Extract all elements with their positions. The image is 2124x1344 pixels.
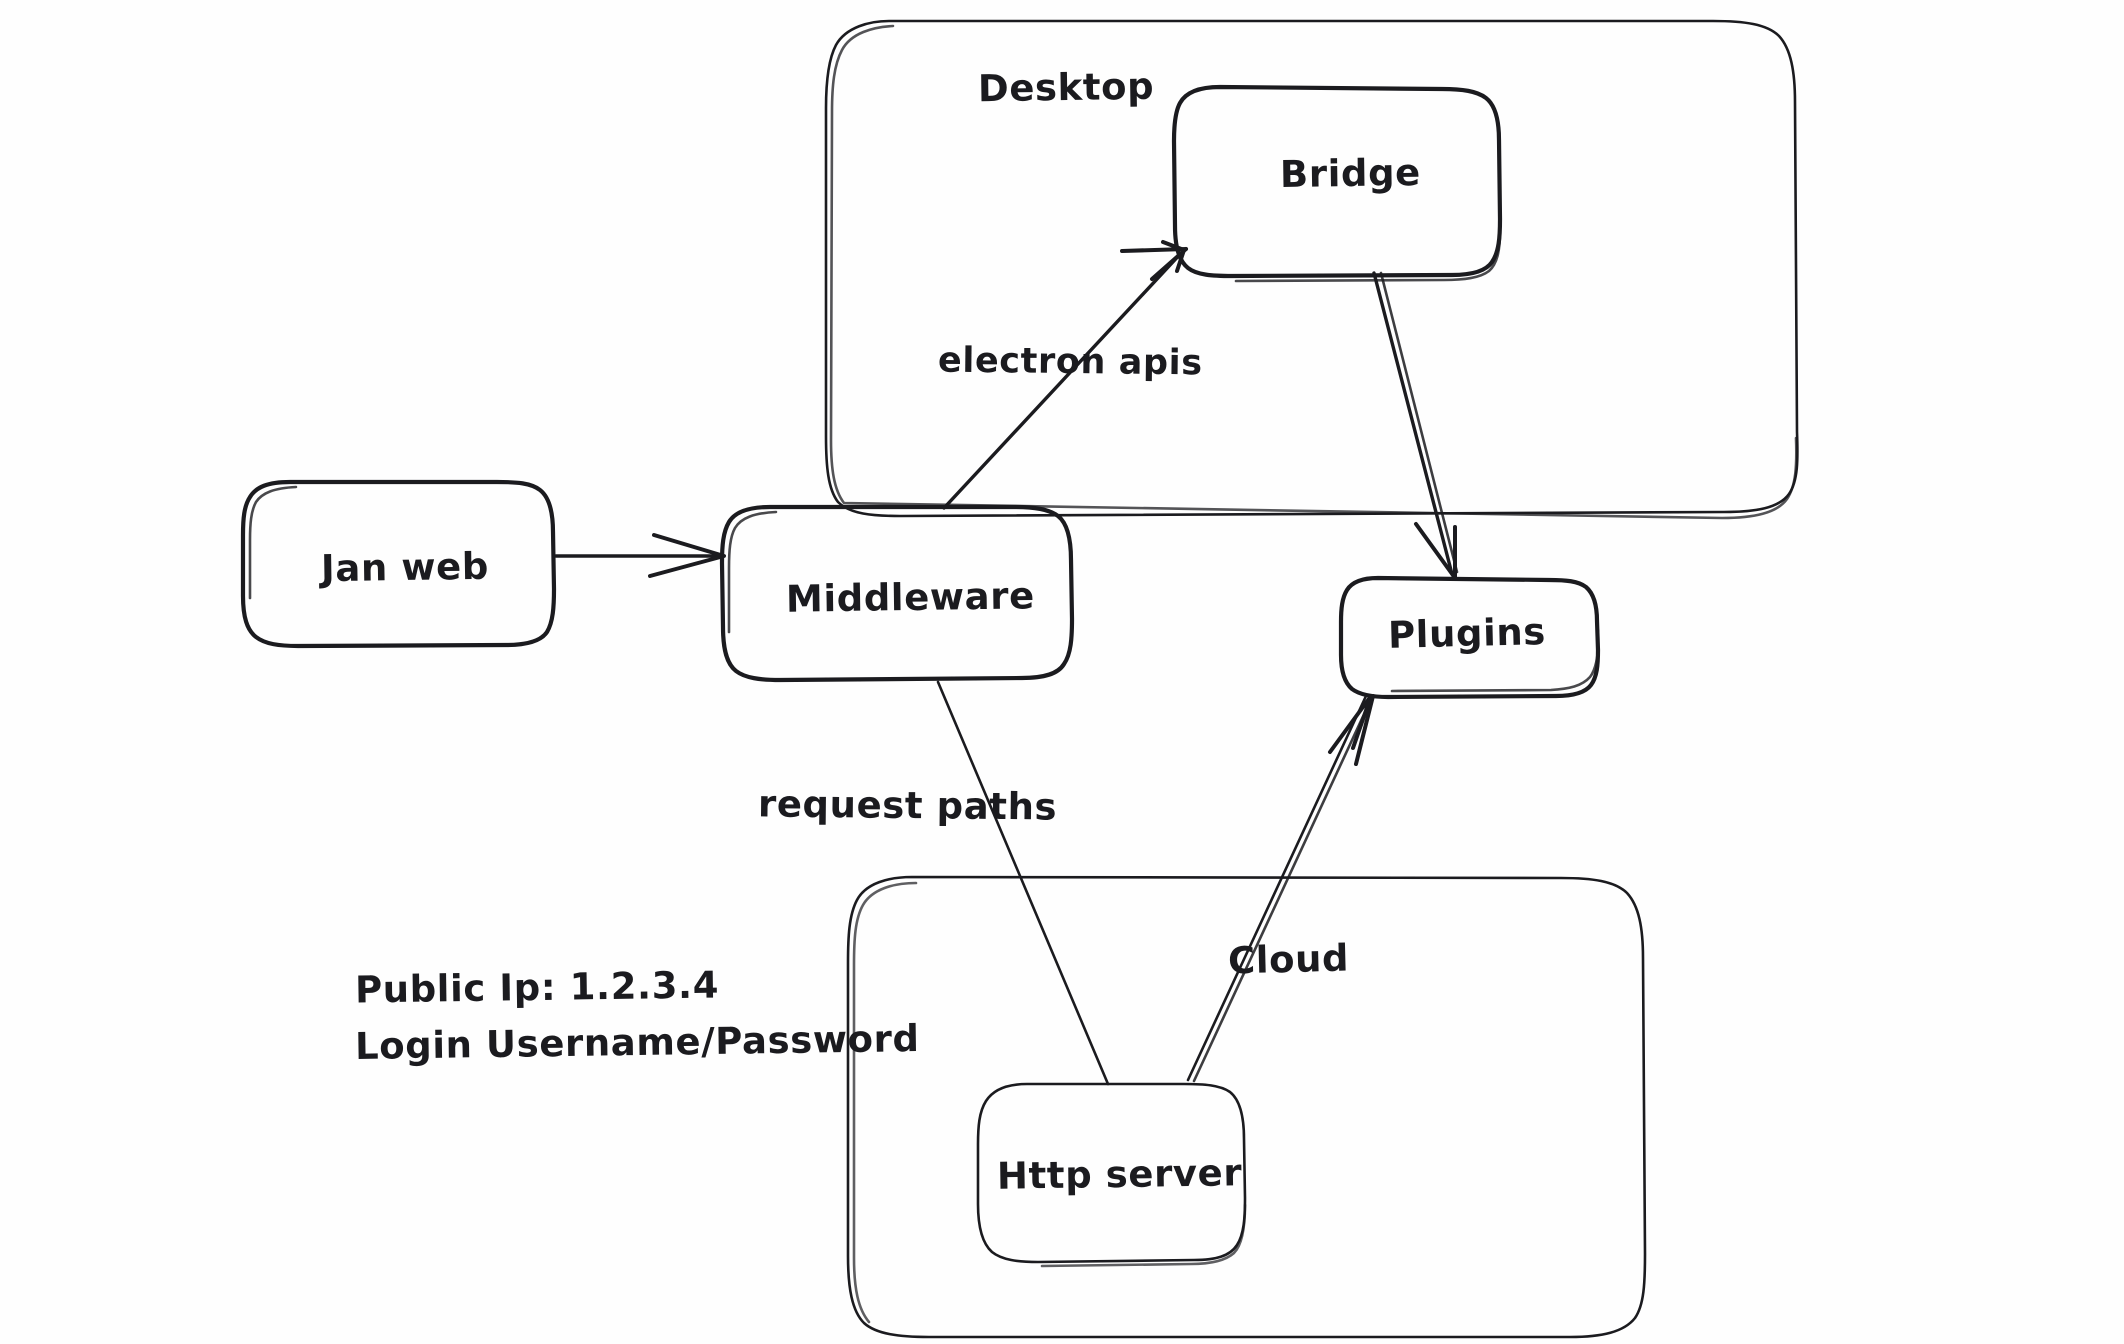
edge-middleware-to-bridge[interactable]: electron apis [938,240,1203,510]
node-label-bridge: Bridge [1280,151,1421,196]
edge-line-bridge-plugins [1372,271,1454,576]
http-server-box-overstroke [1040,1203,1247,1268]
edge-line-cloud-2 [1192,695,1374,1083]
edge-line-bridge-plugins-2 [1379,271,1459,574]
middleware-box-overstroke [727,510,778,634]
edge-middleware-to-httpserver[interactable]: request paths [758,680,1110,1086]
arrowhead-plugins-top [1414,522,1457,580]
group-label-cloud: Cloud [1227,937,1349,983]
plugins-box [1338,575,1601,700]
jan-web-box [240,479,557,649]
group-cloud[interactable]: Cloud [846,875,1647,1339]
node-bridge[interactable]: Bridge [1171,84,1503,283]
node-jan-web[interactable]: Jan web [240,479,557,649]
middleware-box [719,504,1075,683]
group-desktop[interactable]: Desktop [824,19,1799,520]
edge-bridge-to-plugins[interactable] [1372,271,1459,580]
edge-janweb-to-middleware[interactable] [554,533,726,578]
node-http-server[interactable]: Http server [976,1082,1247,1268]
notes-block: Public Ip: 1.2.3.4 Login Username/Passwo… [355,963,920,1067]
edge-line-request-paths [936,680,1110,1086]
cloud-boundary [846,875,1647,1339]
node-label-jan-web: Jan web [318,545,490,590]
desktop-boundary [824,19,1799,518]
edge-line-cloud [1186,694,1368,1082]
edge-httpserver-to-plugins[interactable] [1186,694,1375,1083]
bridge-box [1171,84,1503,279]
bridge-box-overstroke [1234,230,1502,283]
http-server-box [976,1082,1247,1264]
edge-label-request-paths: request paths [758,782,1058,828]
edge-line-electron-apis [942,248,1186,510]
group-label-desktop: Desktop [978,65,1155,110]
node-plugins[interactable]: Plugins [1338,575,1601,700]
note-public-ip: Public Ip: 1.2.3.4 [355,963,720,1011]
node-middleware[interactable]: Middleware [719,504,1075,683]
plugins-box-overstroke [1390,628,1600,693]
edge-label-electron-apis: electron apis [938,341,1203,384]
node-label-http-server: Http server [997,1151,1243,1197]
arrowhead-plugins-bottom-b [1354,694,1375,766]
jan-web-box-overstroke [248,485,298,600]
note-login-credentials: Login Username/Password [355,1017,920,1068]
desktop-boundary-overstroke [829,24,1798,520]
cloud-boundary-overstroke [852,881,918,1324]
node-label-plugins: Plugins [1387,610,1546,657]
node-label-middleware: Middleware [786,574,1035,620]
